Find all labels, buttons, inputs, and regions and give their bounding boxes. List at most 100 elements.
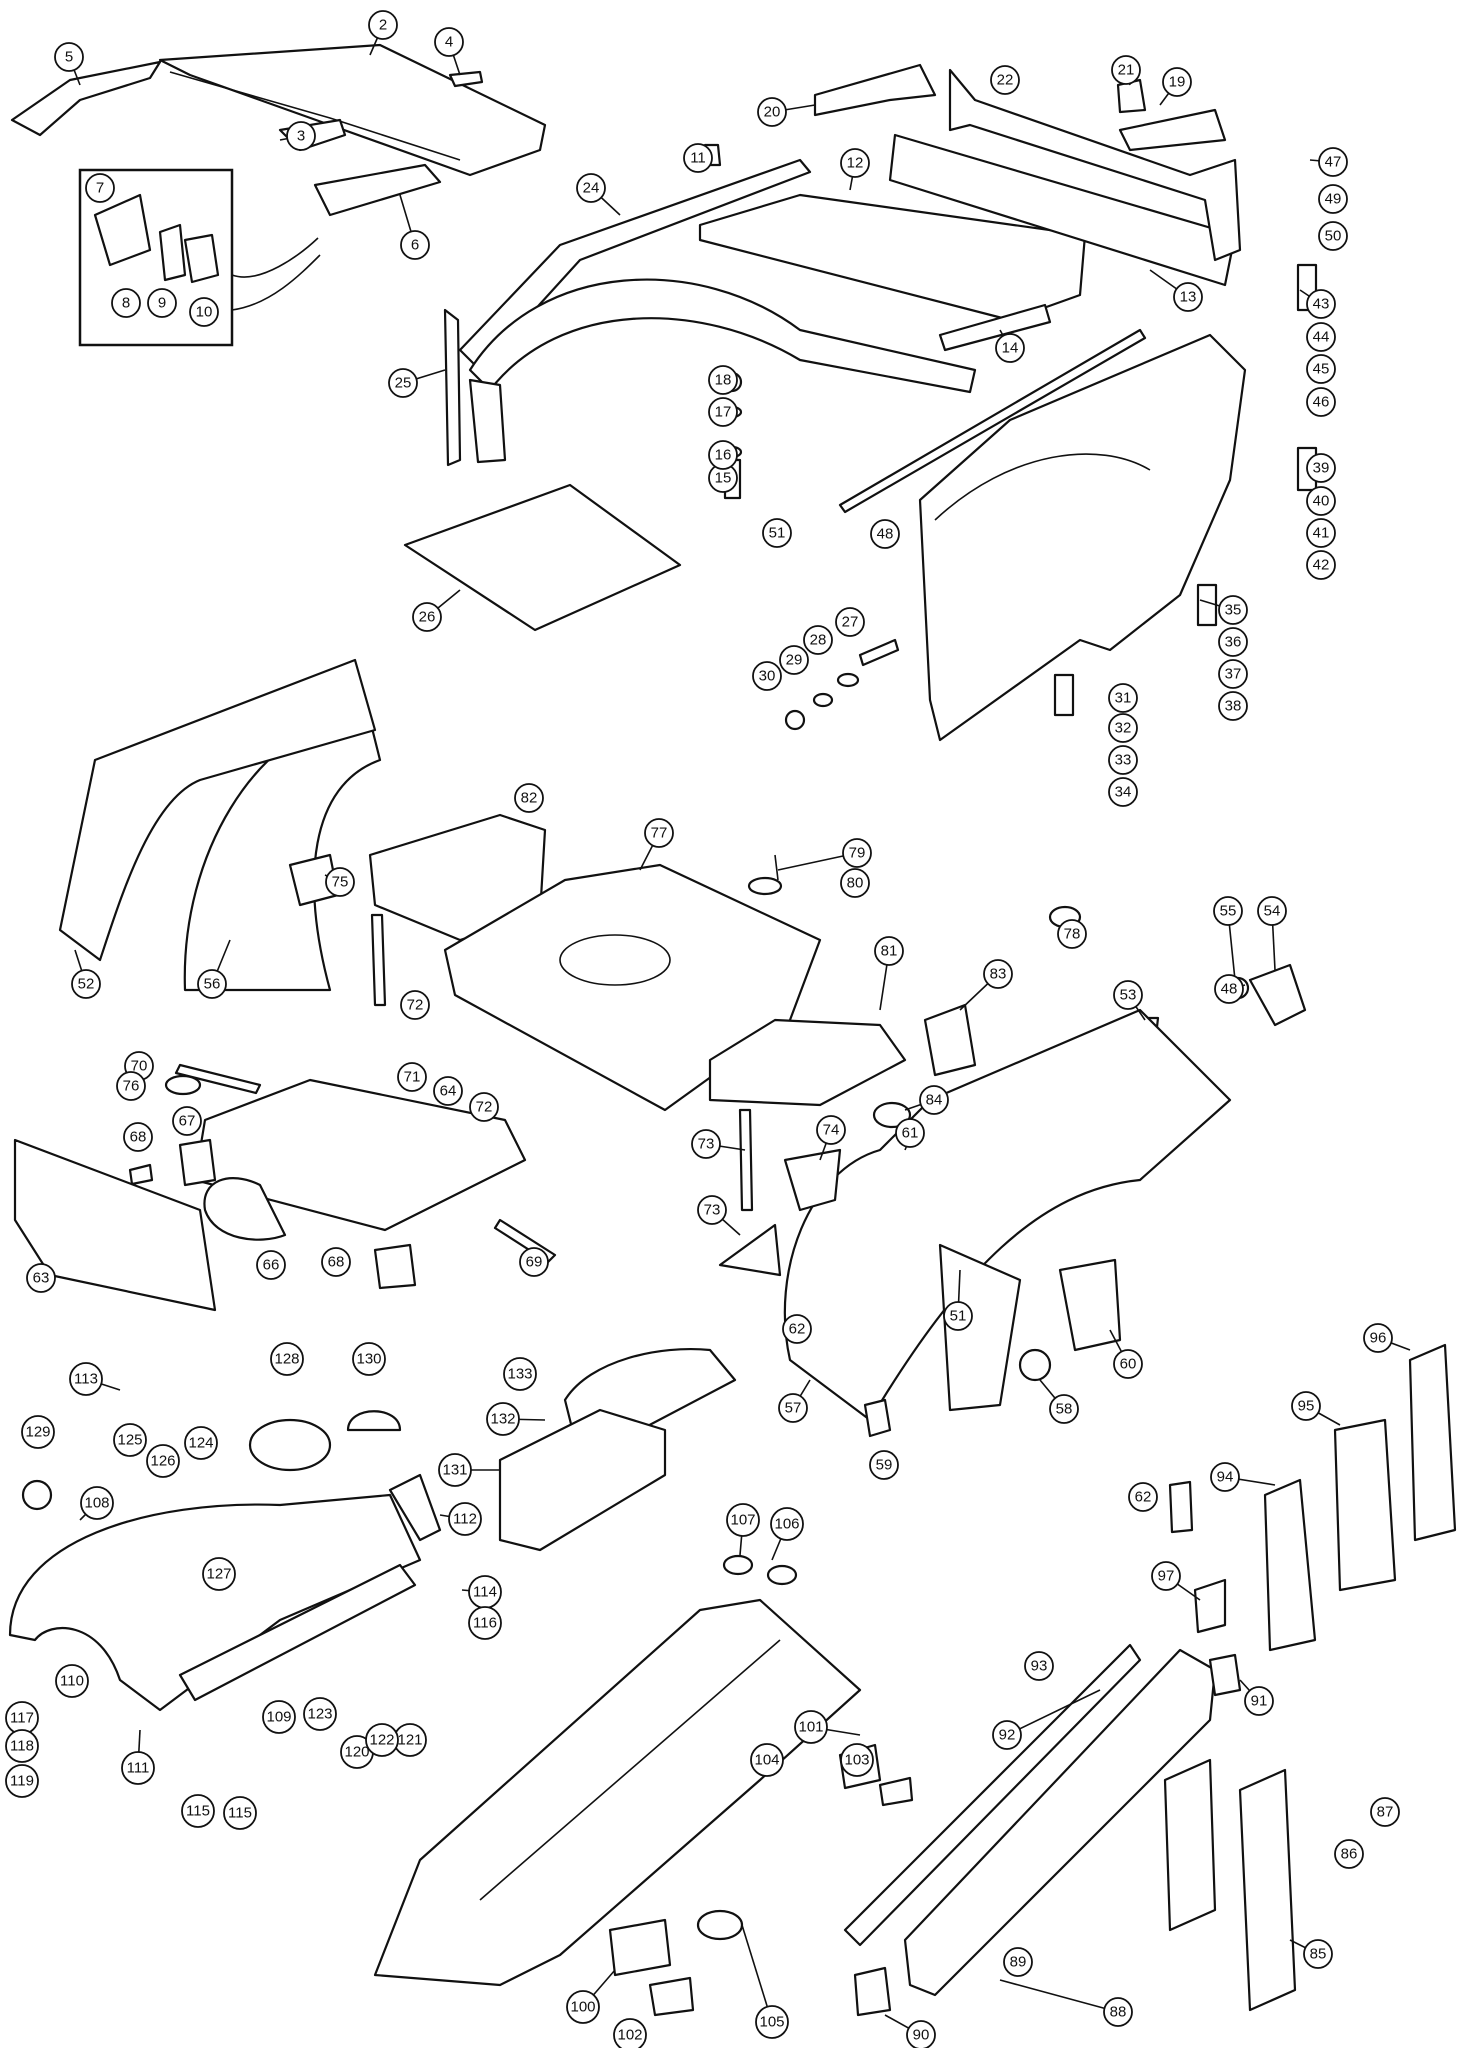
callout-label: 68 [130,1129,147,1146]
callout-label: 8 [122,295,130,312]
callout-label: 120 [344,1744,369,1761]
callout-label: 66 [263,1257,280,1274]
part-24-rear-wing [918,333,1247,742]
callout-100: 100 [566,1990,600,2024]
part-rear-deck-panel [158,43,547,177]
part-26-lower [468,378,507,464]
callout-108: 108 [80,1486,114,1520]
callout-label: 52 [78,976,95,993]
callout-8: 8 [111,288,141,318]
callout-12: 12 [840,148,870,178]
callout-102: 102 [613,2018,647,2048]
part-73b [738,1108,754,1212]
callout-label: 34 [1115,784,1132,801]
callout-9: 9 [147,288,177,318]
callout-label: 73 [698,1136,715,1153]
callout-126: 126 [146,1444,180,1478]
callout-123: 123 [303,1697,337,1731]
callout-2: 2 [368,10,398,40]
part-129 [248,1418,332,1472]
part-27-bag [403,483,682,632]
callout-label: 61 [902,1125,919,1142]
callout-label: 28 [810,632,827,649]
callout-label: 6 [411,237,419,254]
callout-21: 21 [1111,55,1141,85]
callout-label: 58 [1056,1401,1073,1418]
callout-label: 57 [785,1400,802,1417]
callout-label: 48 [877,526,894,543]
callout-40: 40 [1306,486,1336,516]
callout-label: 27 [842,614,859,631]
callout-68: 68 [321,1247,351,1277]
callout-115: 115 [223,1796,257,1830]
callout-29: 29 [779,645,809,675]
callout-92: 92 [992,1720,1022,1750]
callout-label: 54 [1264,903,1281,920]
callout-label: 81 [881,943,898,960]
part-20 [813,63,937,117]
callout-27: 27 [835,607,865,637]
part-100 [1193,1578,1227,1634]
callout-label: 79 [849,845,866,862]
part-12-deck [698,193,1087,322]
callout-label: 60 [1120,1356,1137,1373]
callout-label: 29 [786,652,803,669]
callout-label: 85 [1310,1946,1327,1963]
part-55 [1248,963,1307,1027]
callout-74: 74 [816,1115,846,1145]
callout-label: 78 [1064,926,1081,943]
callout-84: 84 [919,1085,949,1115]
part-69 [128,1163,154,1186]
callout-label: 39 [1313,460,1330,477]
callout-label: 94 [1217,1469,1234,1486]
part-109-front [8,1493,422,1712]
callout-95: 95 [1291,1391,1321,1421]
callout-124: 124 [184,1426,218,1460]
callout-89: 89 [1003,1947,1033,1977]
callout-33: 33 [1108,745,1138,775]
callout-72: 72 [400,990,430,1020]
part-81 [774,854,779,881]
part-90-sill [903,1648,1217,1997]
callout-label: 30 [759,668,776,685]
callout-5: 5 [54,42,84,72]
callout-label: 115 [228,1805,252,1822]
callout-label: 41 [1313,525,1330,542]
part-67 [203,1177,287,1241]
callout-label: 112 [453,1511,477,1528]
part-132 [498,1408,667,1552]
part-106 [696,1909,744,1941]
callout-75: 75 [325,867,355,897]
callout-label: 90 [913,2027,930,2044]
callout-78: 78 [1057,919,1087,949]
callout-128: 128 [270,1342,304,1376]
callout-label: 16 [715,447,732,464]
callout-label: 15 [715,470,732,487]
callout-label: 67 [179,1113,196,1130]
callout-label: 107 [730,1512,755,1529]
callout-label: 105 [759,2014,784,2031]
part-77 [164,1074,202,1096]
part-61 [1058,1258,1122,1352]
callout-34: 34 [1108,777,1138,807]
callout-81: 81 [874,936,904,966]
callout-6: 6 [400,230,430,260]
callout-label: 47 [1325,154,1342,171]
callout-label: 116 [473,1615,497,1632]
callout-104: 104 [750,1743,784,1777]
callout-label: 49 [1325,191,1342,208]
callout-label: 12 [847,155,864,172]
callout-label: 51 [950,1308,967,1325]
callout-label: 119 [10,1773,34,1790]
callout-64: 64 [433,1076,463,1106]
callout-68: 68 [123,1122,153,1152]
part-92 [1208,1653,1242,1697]
callout-57: 57 [778,1393,808,1423]
callout-62: 62 [1128,1482,1158,1512]
callout-label: 25 [395,375,412,392]
part-71 [174,1063,262,1095]
part-95 [1263,1478,1317,1652]
callout-105: 105 [755,2005,789,2039]
callout-58: 58 [1049,1394,1079,1424]
callout-label: 125 [117,1432,142,1449]
